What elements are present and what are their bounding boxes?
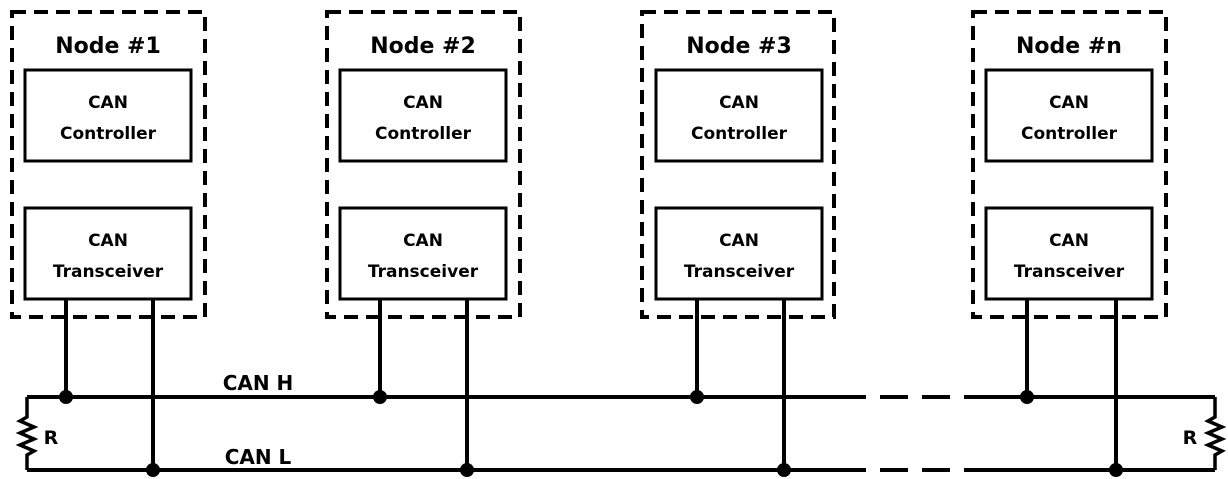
junction-dot-node-2-l [460, 463, 474, 477]
node-2-transceiver-box [338, 206, 508, 301]
node-n-transceiver-box [984, 206, 1154, 301]
node-n-boundary [971, 10, 1168, 319]
node-2-boundary [325, 10, 522, 319]
node-n: Node #n CAN Controller CAN Transceiver [971, 10, 1168, 319]
node-n-controller-line1: CAN [1049, 93, 1089, 113]
can-h-label: CAN H [223, 371, 294, 395]
node-2-title: Node #2 [370, 34, 476, 59]
node-2-transceiver-line1: CAN [403, 231, 443, 251]
right-resistor-label: R [1183, 427, 1198, 449]
junction-dots [59, 390, 1123, 477]
junction-dot-node-n-l [1109, 463, 1123, 477]
node-2-transceiver-line2: Transceiver [368, 262, 479, 282]
node-3-controller-box [654, 68, 824, 163]
can-l-label: CAN L [225, 445, 292, 469]
node-1: Node #1 CAN Controller CAN Transceiver [10, 10, 207, 319]
node-2-controller-line2: Controller [375, 124, 472, 144]
junction-dot-node-n-h [1020, 390, 1034, 404]
node-3-transceiver-box [654, 206, 824, 301]
left-terminator-resistor [15, 397, 39, 470]
junction-dot-node-2-h [373, 390, 387, 404]
node-n-controller-line2: Controller [1021, 124, 1118, 144]
node-n-controller-box [984, 68, 1154, 163]
left-resistor-zigzag [15, 397, 39, 470]
node-2-controller-line1: CAN [403, 93, 443, 113]
right-resistor-zigzag [1203, 397, 1227, 470]
node-3: Node #3 CAN Controller CAN Transceiver [640, 10, 836, 319]
node-3-transceiver-line2: Transceiver [684, 262, 795, 282]
node-stubs [64, 299, 1118, 470]
left-resistor-label: R [44, 427, 59, 449]
node-3-controller-line1: CAN [719, 93, 759, 113]
node-1-boundary [10, 10, 207, 319]
junction-dot-node-3-h [690, 390, 704, 404]
node-n-title: Node #n [1016, 34, 1122, 59]
node-1-controller-box [23, 68, 193, 163]
right-terminator-resistor [1203, 397, 1227, 470]
node-1-transceiver-line1: CAN [88, 231, 128, 251]
node-3-title: Node #3 [686, 34, 792, 59]
node-1-title: Node #1 [55, 34, 161, 59]
junction-dot-node-3-l [777, 463, 791, 477]
junction-dot-node-1-l [146, 463, 160, 477]
node-3-transceiver-line1: CAN [719, 231, 759, 251]
node-3-controller-line2: Controller [691, 124, 788, 144]
node-1-controller-line1: CAN [88, 93, 128, 113]
node-1-transceiver-line2: Transceiver [53, 262, 164, 282]
node-1-transceiver-box [23, 206, 193, 301]
node-n-transceiver-line2: Transceiver [1014, 262, 1125, 282]
junction-dot-node-1-h [59, 390, 73, 404]
node-2-controller-box [338, 68, 508, 163]
node-1-controller-line2: Controller [60, 124, 157, 144]
node-n-transceiver-line1: CAN [1049, 231, 1089, 251]
node-3-boundary [640, 10, 836, 319]
node-2: Node #2 CAN Controller CAN Transceiver [325, 10, 522, 319]
